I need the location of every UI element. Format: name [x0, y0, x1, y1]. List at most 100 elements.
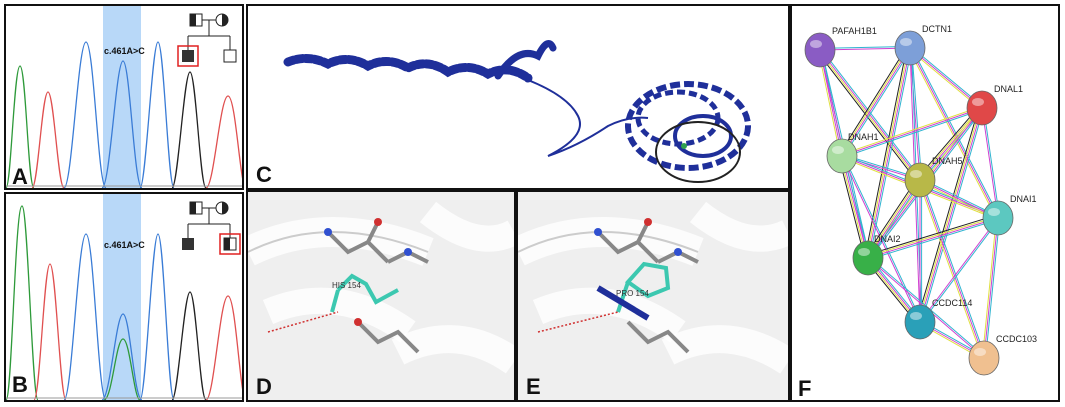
edge-DNAH5-CCDC103 [921, 179, 986, 358]
node-dnai1: DNAI1 [982, 194, 1037, 236]
panel-a-chromatogram: c.461A>C A [4, 4, 244, 190]
residue-label-e: PRO 154 [616, 289, 649, 298]
node-circle [804, 32, 836, 68]
panel-label-d: D [256, 374, 272, 399]
edge-DNAL1-DNAH1 [841, 107, 983, 157]
network-graph: PAFAH1B1 DCTN1DNAL1DNAH1DNAH5DNAI1DNAI2CC… [804, 24, 1037, 376]
chromatogram-a [6, 6, 242, 188]
trace-blue-3 [139, 41, 175, 188]
trace-black [171, 71, 207, 188]
node-circle [982, 200, 1014, 236]
edge-DNAL1-CCDC114 [917, 107, 981, 322]
edge-DNAH5-CCDC103 [918, 180, 983, 359]
panel-label-c: C [256, 162, 272, 187]
trace-red-2 [205, 295, 242, 400]
residue-his [330, 273, 399, 313]
trace-blue-2 [101, 313, 143, 400]
node-circle [904, 162, 936, 198]
node-label: DNAH1 [848, 132, 879, 142]
edge-DCTN1-DNAH5 [911, 47, 923, 180]
edge-DNAI1-DNAI2 [868, 219, 999, 261]
pedigree-a [177, 13, 237, 67]
edge-PAFAH1B1-DNAH5 [820, 48, 922, 180]
edge-DNAI1-CCDC103 [983, 217, 999, 359]
edge-DCTN1-DNAH1 [840, 46, 910, 156]
helix-right [494, 40, 557, 80]
edge-DNAH1-DNAI2 [841, 155, 869, 259]
edge-DNAI1-CCDC103 [981, 217, 997, 358]
node-circle [966, 90, 998, 126]
edge-DCTN1-DNAH1 [841, 47, 911, 157]
node-pafah1b1: PAFAH1B1 [804, 26, 877, 68]
node-label: DNAI2 [874, 234, 901, 244]
mutation-site-marker [681, 143, 687, 149]
node-circle [894, 30, 926, 66]
edge-DCTN1-DNAH1 [838, 46, 908, 155]
residue-view-d: HIS 154 [248, 201, 514, 374]
node-label: DCTN1 [922, 24, 952, 34]
node-label: CCDC103 [996, 334, 1037, 344]
trace-red-1 [31, 91, 65, 188]
node-dctn1: DCTN1 [894, 24, 952, 66]
panel-d-wildtype-residue: HIS 154 D [246, 190, 516, 402]
edge-DNAI1-DNAI2 [867, 217, 999, 259]
mutation-label-b: c.461A>C [104, 240, 145, 250]
edge-DCTN1-DNAI1 [910, 47, 1000, 218]
edge-DNAH1-DNAI2 [839, 156, 867, 259]
globular-domain [625, 81, 751, 171]
panel-label-b: B [12, 372, 28, 397]
edge-PAFAH1B1-DNAH1 [817, 50, 841, 157]
node-dnah5: DNAH5 [904, 156, 963, 198]
edge-DNAL1-DNAI1 [981, 107, 999, 219]
node-ccdc114: CCDC114 [904, 298, 972, 340]
node-circle [826, 138, 858, 174]
edge-DNAI1-CCDC114 [920, 218, 1000, 324]
trace-black [171, 291, 207, 400]
panel-e-mutant-residue: PRO 154 E [516, 190, 790, 402]
mutation-highlight [103, 194, 141, 400]
edge-DCTN1-DNAH1 [842, 48, 912, 158]
edge-DCTN1-DNAI2 [869, 48, 913, 259]
edge-DNAI1-CCDC103 [985, 218, 1001, 359]
trace-blue-1 [63, 233, 107, 400]
node-label: CCDC114 [932, 298, 972, 308]
residue-view-e: PRO 154 [518, 201, 788, 374]
node-circle [904, 304, 936, 340]
edge-DCTN1-DNAI1 [908, 48, 998, 219]
edge-DNAI1-DNAI2 [867, 215, 998, 257]
edge-DNAL1-DNAI1 [983, 107, 1001, 218]
edge-PAFAH1B1-DNAH5 [817, 51, 918, 183]
node-dnal1: DNAL1 [966, 84, 1023, 126]
trace-blue-2 [101, 60, 143, 188]
node-label: PAFAH1B1 [832, 26, 877, 36]
node-label: DNAL1 [994, 84, 1023, 94]
panel-label-e: E [526, 374, 541, 399]
trace-green [6, 205, 39, 400]
node-dnah1: DNAH1 [826, 132, 879, 174]
helix-long [283, 54, 533, 83]
edge-DNAL1-DNAH1 [842, 109, 983, 158]
node-ccdc103: CCDC103 [968, 334, 1037, 376]
residue-label-d: HIS 154 [332, 281, 361, 290]
edge-DNAH1-DNAI2 [843, 155, 871, 258]
edge-DNAL1-DNAH1 [841, 106, 982, 155]
edge-DNAL1-CCDC114 [916, 106, 980, 322]
highlight-circle [655, 121, 741, 183]
panel-label-a: A [12, 164, 28, 189]
trace-green [6, 65, 35, 188]
edge-DNAI1-CCDC114 [919, 217, 999, 323]
mutation-label-a: c.461A>C [104, 46, 145, 56]
trace-blue-1 [63, 41, 107, 188]
trace-blue-3 [139, 233, 175, 400]
panel-c-protein-structure: C [246, 4, 790, 190]
node-circle [968, 340, 1000, 376]
edge-DCTN1-DNAH5 [909, 47, 921, 181]
edge-DCTN1-DNAI1 [909, 47, 999, 219]
node-label: DNAH5 [932, 156, 963, 166]
edge-DNAH5-CCDC103 [919, 179, 985, 359]
node-circle [852, 240, 884, 276]
trace-green-2 [103, 338, 141, 400]
panel-b-chromatogram: c.461A>C B [4, 192, 244, 402]
panel-label-f: F [798, 376, 812, 401]
